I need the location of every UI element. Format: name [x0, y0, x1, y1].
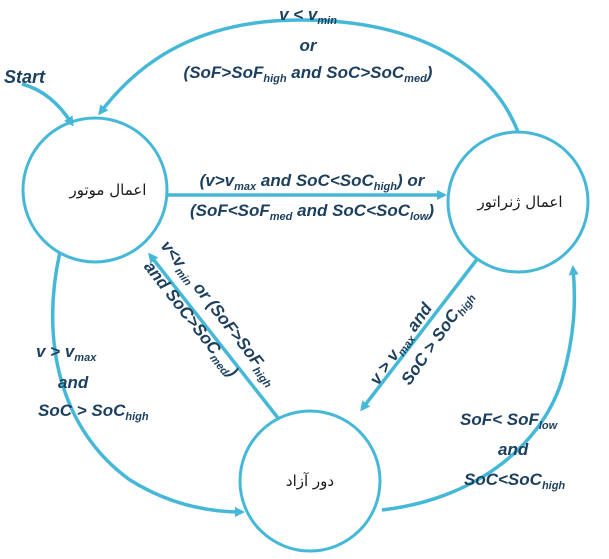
svg-text:SoF< SoFlow: SoF< SoFlow	[460, 410, 559, 432]
arrow-generator-to-idle	[360, 256, 480, 412]
svg-text:and: and	[498, 440, 529, 459]
state-motor-circle	[21, 116, 169, 264]
condition-middle: (v>vmax and SoC<SoChigh) or (SoF<SoFmed …	[190, 171, 434, 223]
start-arrow	[21, 82, 74, 127]
arrow-idle-to-motor	[148, 252, 280, 420]
state-idle-circle	[238, 409, 382, 553]
state-generator-label: اعمال ژنراتور	[476, 193, 562, 211]
svg-text:SoC > SoChigh: SoC > SoChigh	[38, 401, 149, 423]
svg-text:v < vmin: v < vmin	[279, 5, 337, 27]
svg-text:(SoF>SoFhigh and SoC>SoCmed): (SoF>SoFhigh and SoC>SoCmed)	[184, 63, 433, 85]
svg-text:and: and	[58, 373, 89, 392]
svg-text:v > vmax: v > vmax	[36, 342, 97, 364]
start-label: Start	[4, 67, 46, 87]
condition-left: v > vmax and SoC > SoChigh	[36, 342, 149, 423]
svg-text:SoC<SoChigh: SoC<SoChigh	[464, 470, 565, 492]
arrow-motor-to-idle	[50, 251, 245, 517]
condition-top: v < vmin or (SoF>SoFhigh and SoC>SoCmed)	[184, 5, 433, 85]
svg-text:(v>vmax and SoC<SoChigh) or: (v>vmax and SoC<SoChigh) or	[200, 171, 426, 193]
condition-diagonal-right: v > vmax and SoC > SoChigh	[366, 292, 479, 388]
svg-text:or: or	[300, 36, 318, 55]
svg-text:(SoF<SoFmed and SoC<SoClow): (SoF<SoFmed and SoC<SoClow)	[190, 201, 434, 223]
arrow-idle-to-generator	[381, 265, 579, 512]
condition-diagonal-left: v<vmin or (SoF>SoFhigh and SoC>SoCmed)	[140, 237, 274, 391]
state-idle-label: دور آزاد	[286, 472, 334, 490]
state-motor-label: اعمال موتور	[69, 181, 147, 199]
condition-right: SoF< SoFlow and SoC<SoChigh	[460, 410, 565, 492]
arrow-generator-to-motor	[98, 18, 520, 133]
